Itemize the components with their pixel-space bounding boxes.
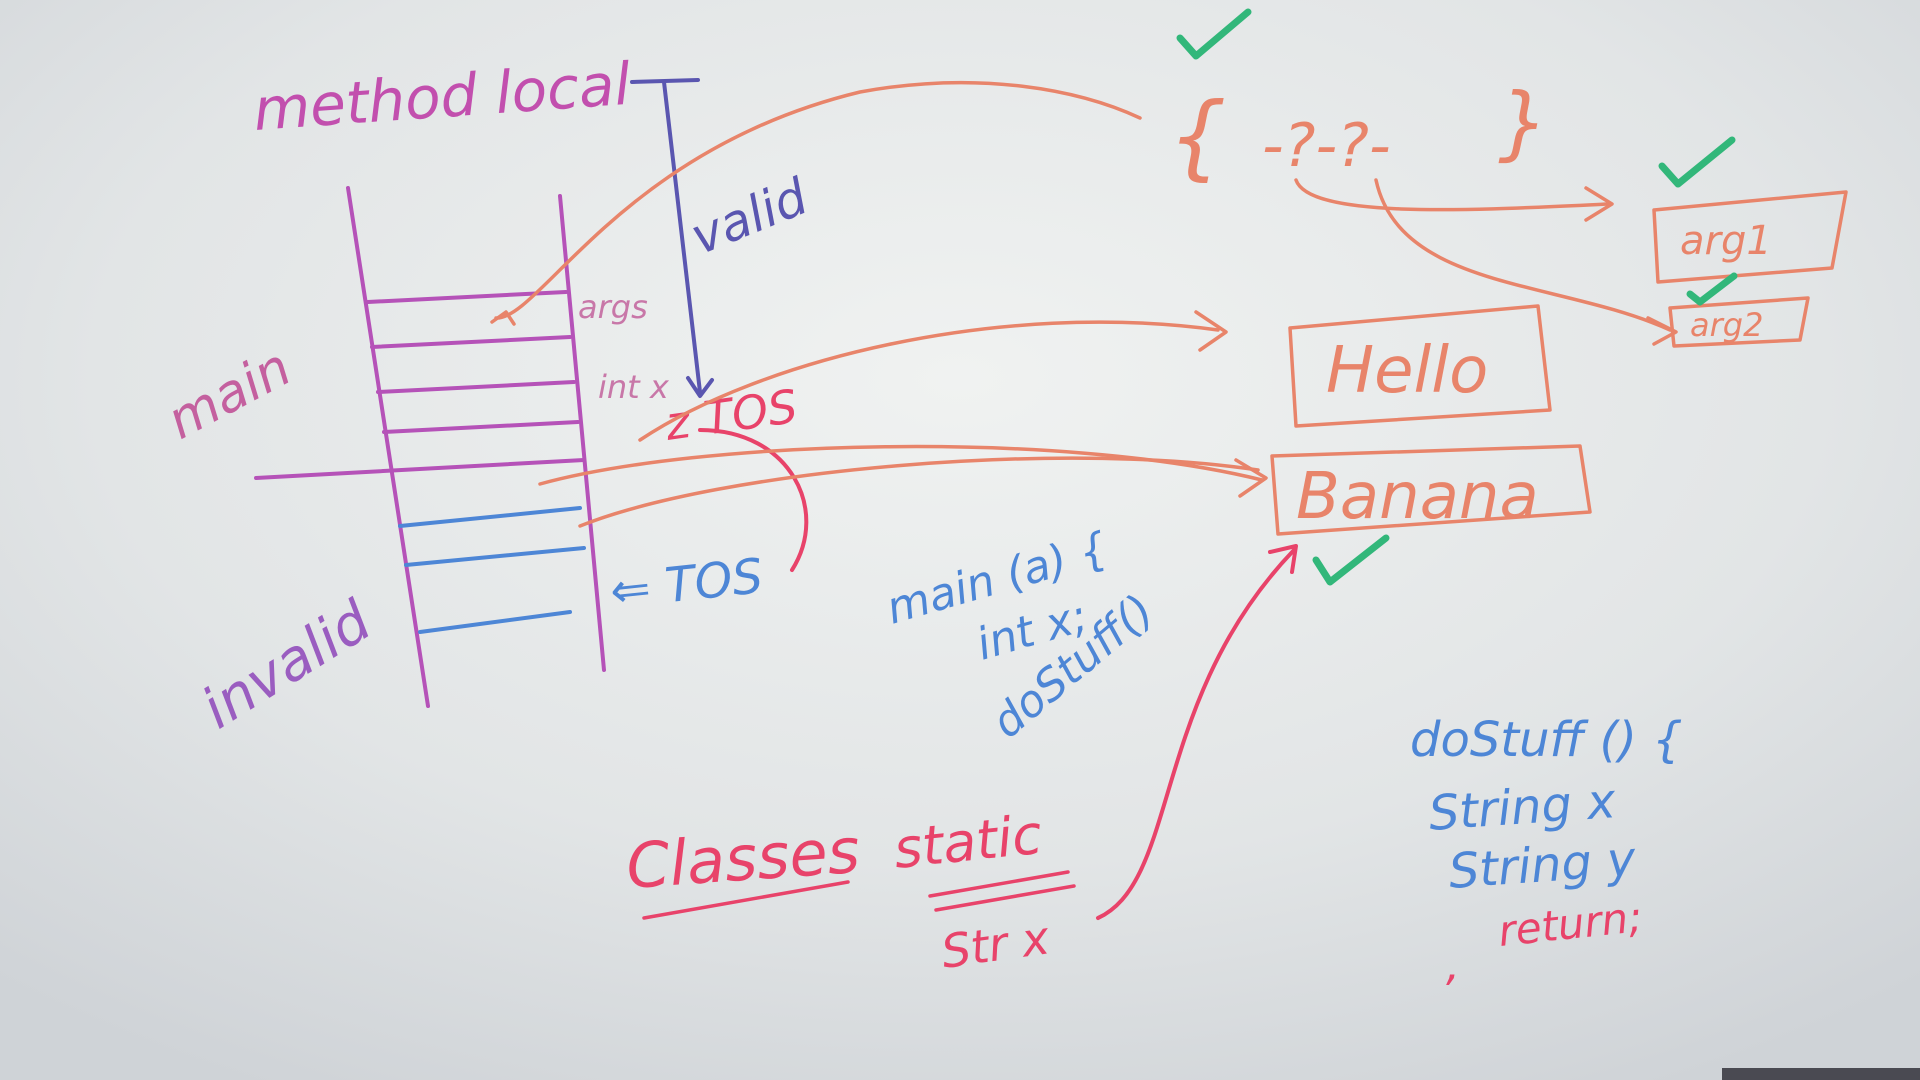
args-squiggle (490, 310, 516, 326)
stray-comma: , (1446, 940, 1460, 991)
args-to-brace-arrow (494, 80, 1142, 320)
checkmark-icon (1658, 136, 1736, 188)
arg2-arrow (1374, 178, 1672, 332)
arg1-arrow-head (1584, 186, 1614, 222)
arg1-box: arg1 (1652, 190, 1848, 284)
arg1-label: arg1 (1680, 218, 1772, 264)
arg2-box: arg2 (1668, 296, 1810, 348)
classes-underline (642, 880, 850, 920)
banana-arrow-2 (578, 456, 1260, 528)
stack-row-line (370, 335, 572, 349)
checkmark-icon (1176, 8, 1252, 60)
static-underline (928, 870, 1076, 912)
banana-box: Banana (1270, 444, 1592, 536)
arg1-arrow (1294, 178, 1610, 212)
banana-arrow-head (1234, 458, 1268, 498)
stack-row-line (418, 610, 572, 634)
checkmarks (1176, 8, 1738, 586)
hello-label: Hello (1326, 334, 1488, 408)
dostuff-code-line: String x (1427, 773, 1618, 842)
stack-diagram (254, 186, 606, 708)
hello-box: Hello (1288, 304, 1552, 428)
arg2-label: arg2 (1690, 306, 1763, 344)
array-brace-close: } (1498, 76, 1549, 169)
checkmark-icon (1686, 272, 1738, 306)
array-brace-body: -?-?- (1262, 111, 1391, 181)
invalid-rows (398, 506, 586, 634)
stack-row-line (376, 380, 576, 394)
int-x-label: int x (598, 368, 670, 406)
array-brace-open: { (1168, 83, 1227, 190)
dostuff-code-block: doStuff () { String x String y (1410, 712, 1683, 900)
stack-right-wall (558, 194, 606, 672)
valid-arrow (630, 78, 714, 398)
reference-arrows (490, 80, 1678, 528)
banana-label: Banana (1296, 460, 1539, 534)
checkmark-icon (1312, 534, 1390, 586)
static-label: static (891, 803, 1045, 881)
args-label: args (578, 288, 648, 326)
dostuff-code-line: String y (1447, 831, 1638, 900)
stack-left-wall (346, 186, 430, 708)
arg2-arrow-head (1646, 316, 1678, 346)
static-arrow-head (1268, 544, 1298, 574)
hello-arrow-head (1194, 310, 1228, 352)
stack-divider (254, 458, 586, 480)
stack-row-line (398, 506, 582, 528)
board-tray-edge (1722, 1068, 1920, 1080)
stack-row-line (382, 420, 580, 434)
static-to-banana-arrow (1096, 548, 1296, 920)
stack-row-line (404, 546, 586, 567)
dostuff-code-line: doStuff () { (1410, 712, 1683, 768)
hello-arrow (638, 320, 1220, 442)
